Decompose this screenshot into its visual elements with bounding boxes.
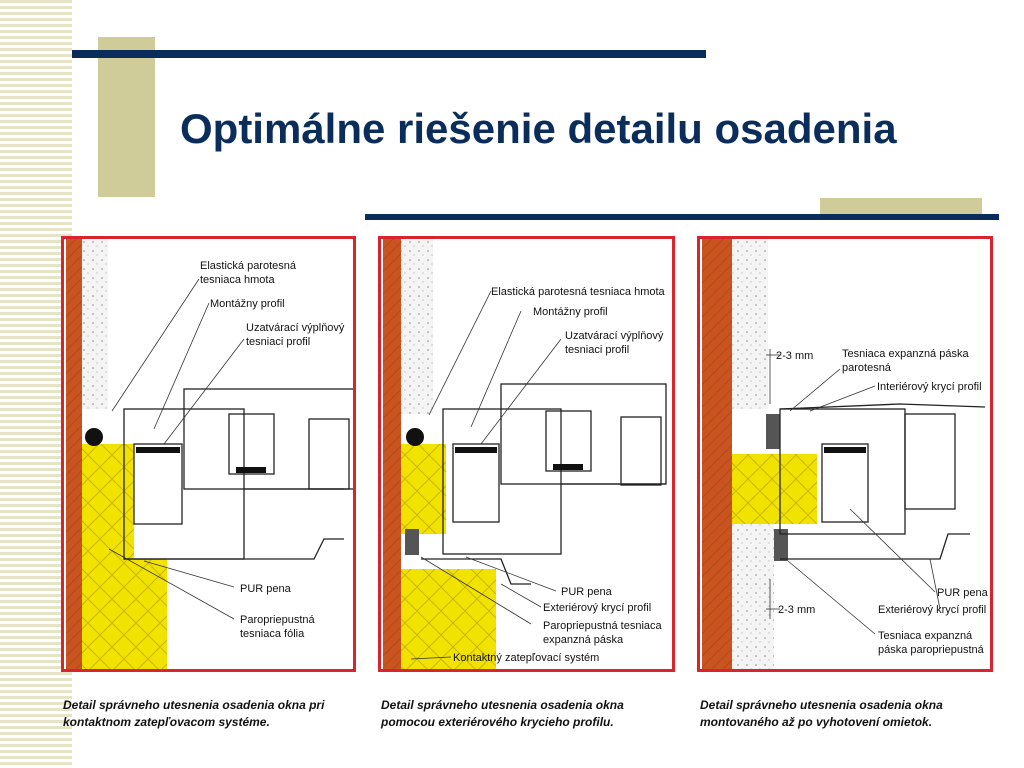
permeable-tape	[774, 529, 788, 561]
label-closing-profile: Uzatvárací výplňový	[246, 322, 345, 334]
detail-drawing-2: Elastická parotesná tesniaca hmota Montá…	[383, 239, 667, 669]
label-permeable-foil: Paropriepustná	[240, 614, 315, 626]
insulation-upper	[401, 444, 446, 534]
slide-title: Optimálne riešenie detailu osadenia	[180, 105, 897, 152]
label-vapor-tape-2: parotesná	[842, 362, 892, 374]
detail-drawing-1: Elastická parotesná tesniaca hmota Montá…	[66, 239, 353, 669]
label-closing-profile: Uzatvárací výplňový	[565, 330, 664, 342]
label-permeable-tape-2: expanzná páska	[543, 634, 624, 646]
insulation-upper	[82, 444, 134, 559]
label-elastic-sealant-2: tesniaca hmota	[200, 274, 275, 286]
dimension-top: 2-3 mm	[776, 350, 813, 362]
window-frame-profile	[421, 383, 667, 585]
label-permeable-foil-2: tesniaca fólia	[240, 628, 305, 640]
expansion-tape	[405, 529, 419, 555]
insulation-lower	[401, 569, 496, 669]
label-exterior-cover: Exteriérový krycí profil	[543, 602, 651, 614]
dimension-bottom: 2-3 mm	[778, 604, 815, 616]
label-permeable-tape: Paropriepustná tesniaca	[543, 620, 663, 632]
label-pur-foam: PUR pena	[561, 586, 613, 598]
label-closing-profile-2: tesniaci profil	[246, 336, 310, 348]
label-elastic-sealant: Elastická parotesná	[200, 260, 297, 272]
label-etics-system: Kontaktný zatepľovací systém	[453, 652, 599, 664]
vapor-tight-tape	[766, 414, 780, 449]
label-permeable-tape-2: páska paropriepustná	[878, 644, 985, 656]
caption-panel-2: Detail správneho utesnenia osadenia okna…	[381, 698, 624, 729]
sealant-bead	[85, 428, 103, 446]
decorative-top-rule	[72, 50, 706, 58]
detail-drawing-3: 2-3 mm Tesniaca expanzná páska parotesná…	[702, 239, 989, 669]
decorative-mid-rule	[365, 214, 999, 220]
window-frame-profile	[123, 388, 353, 560]
label-exterior-cover: Exteriérový krycí profil	[878, 604, 986, 616]
label-elastic-sealant: Elastická parotesná tesniaca hmota	[491, 286, 666, 298]
decorative-olive-block	[98, 37, 155, 197]
label-permeable-tape: Tesniaca expanzná	[878, 630, 973, 642]
decorative-olive-bar	[820, 198, 982, 216]
decorative-stripes	[0, 0, 72, 768]
pur-foam-fill	[732, 454, 817, 524]
label-pur-foam: PUR pena	[240, 583, 292, 595]
label-vapor-tape: Tesniaca expanzná páska	[842, 348, 969, 360]
caption-panel-3: Detail správneho utesnenia osadenia okna…	[700, 698, 943, 729]
label-interior-cover: Interiérový krycí profil	[877, 381, 982, 393]
caption-panel-1: Detail správneho utesnenia osadenia okna…	[63, 698, 325, 729]
label-closing-profile-2: tesniaci profil	[565, 344, 629, 356]
insulation-lower	[82, 559, 167, 669]
label-mounting-profile: Montážny profil	[533, 306, 608, 318]
detail-panel-3: 2-3 mm Tesniaca expanzná páska parotesná…	[697, 236, 993, 672]
sealant-bead	[406, 428, 424, 446]
detail-panel-1: Elastická parotesná tesniaca hmota Montá…	[61, 236, 356, 672]
detail-panel-2: Elastická parotesná tesniaca hmota Montá…	[378, 236, 675, 672]
label-pur-foam: PUR pena	[937, 587, 989, 599]
label-mounting-profile: Montážny profil	[210, 298, 285, 310]
